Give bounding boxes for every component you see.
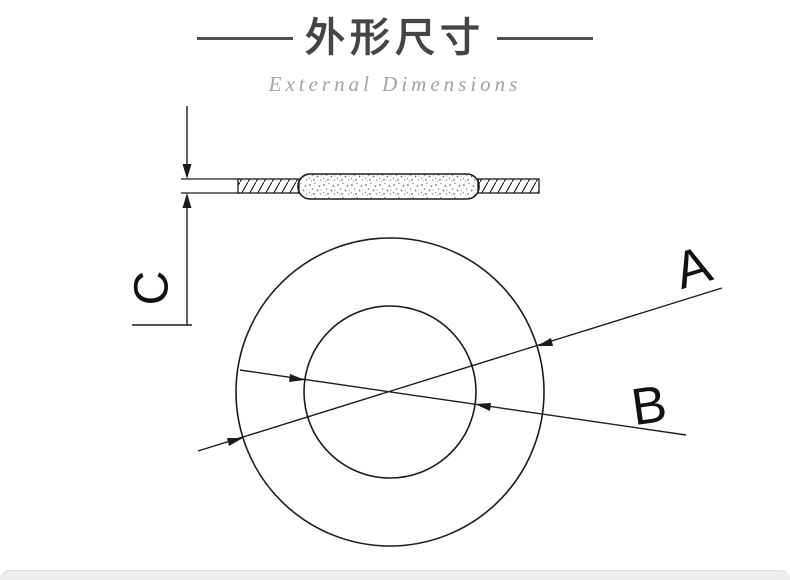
dim-b-arrow-left-icon	[289, 374, 305, 382]
dim-a-arrow-right-icon	[537, 338, 553, 346]
label-outer-diameter: A	[668, 235, 718, 301]
front-view	[235, 237, 545, 547]
dim-thickness: C	[126, 106, 192, 326]
bore-circle	[303, 305, 477, 479]
outer-circle	[235, 237, 545, 547]
label-thickness: C	[126, 271, 179, 306]
core-hatched-left	[237, 178, 300, 194]
thickness-extension-lines	[181, 178, 240, 194]
dim-bore-diameter: B	[239, 369, 687, 437]
dim-c-arrow-up-icon	[182, 193, 192, 208]
dim-a-line	[197, 287, 723, 452]
dim-b-line	[239, 369, 687, 436]
dim-a-arrow-left-icon	[227, 438, 243, 446]
title-rule-left	[197, 36, 293, 40]
dim-b-arrow-right-icon	[475, 403, 491, 411]
cross-section-view	[181, 173, 540, 200]
next-section-edge	[0, 570, 790, 580]
section-header: 外形尺寸	[0, 16, 790, 60]
core-hatched-right	[477, 178, 540, 194]
label-bore-diameter: B	[628, 375, 670, 437]
page-title: 外形尺寸	[305, 16, 485, 60]
title-rule-right	[497, 36, 593, 40]
page-subtitle: External Dimensions	[268, 72, 522, 96]
dim-c-arrow-down-icon	[182, 164, 192, 179]
abrasive-segment	[297, 173, 480, 200]
